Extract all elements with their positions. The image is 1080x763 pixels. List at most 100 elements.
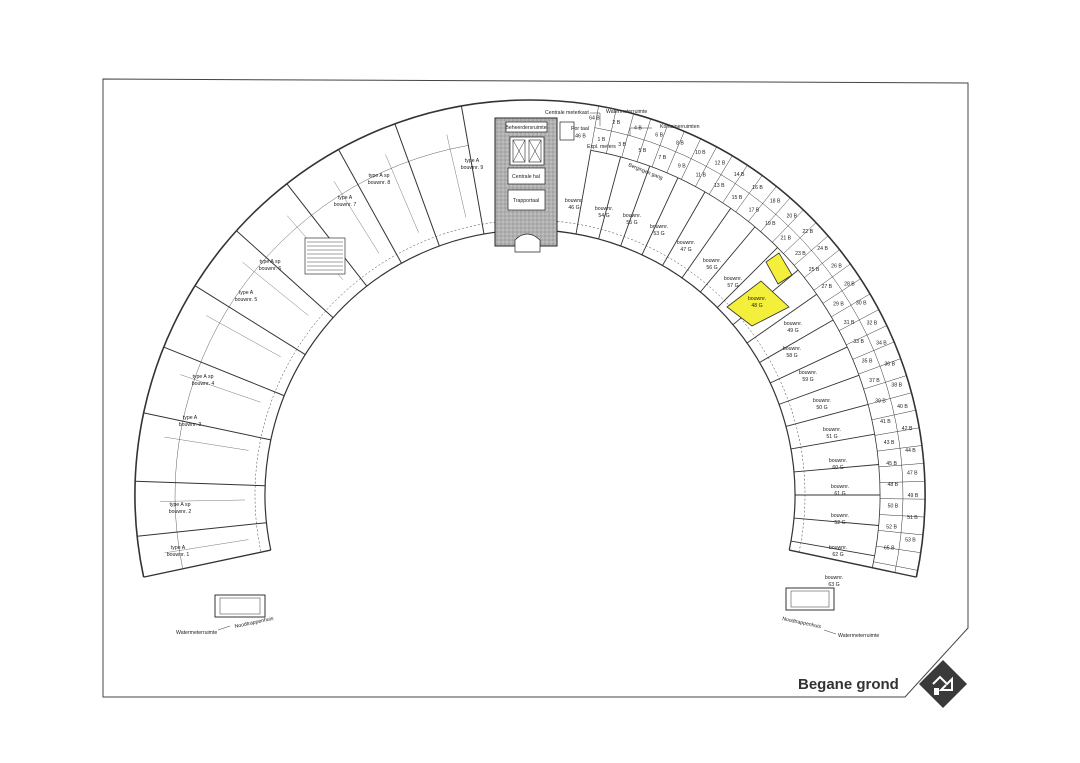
left-partition-6 [180, 374, 261, 403]
storage-label: 22 B [802, 229, 813, 235]
storage-label: 18 B [770, 199, 781, 205]
left-unit-labels: type A bouwnr. 9 type A sp bouwnr. 8 typ… [167, 158, 484, 558]
storage-label: 40 B [897, 404, 908, 410]
centrale-meterkast-label: Centrale meterkast [545, 110, 589, 116]
storage-label: 49 B [908, 493, 919, 499]
unit-50g-a: bouwnr. [813, 398, 831, 404]
unit-6-number: bouwnr. 6 [259, 266, 282, 272]
left-partition-7 [164, 436, 249, 451]
storage-label: 20 B [786, 214, 797, 220]
storage-label: 47 B [907, 470, 918, 476]
storage-divider [772, 209, 804, 243]
unit-57g-b: 57 G [727, 283, 738, 289]
storage-divider [804, 249, 840, 278]
unit-2-number: bouwnr. 2 [169, 509, 192, 515]
storage-label: 42 B [902, 426, 913, 432]
storage-divider [878, 463, 924, 468]
left-partition-9 [164, 539, 249, 554]
right-wall-4 [662, 191, 706, 266]
storage-label: 1 B [598, 137, 606, 143]
storage-label: 9 B [678, 163, 686, 169]
storage-divider [590, 105, 599, 151]
storage-divider [709, 155, 733, 195]
storage-divider [878, 530, 924, 536]
storage-label: 38 B [891, 383, 902, 389]
storage-divider [876, 545, 921, 553]
storage-label: 51 B [907, 515, 918, 521]
unit-49g-b: 49 G [787, 328, 798, 334]
storage-divider [735, 175, 763, 212]
storage-divider [651, 124, 668, 168]
right-wall-15 [793, 464, 879, 473]
storage-label: 21 B [780, 235, 791, 241]
unit-6-type: type A sp [259, 259, 280, 265]
storage-label: 48 B [887, 482, 898, 488]
left-emergency-stair [214, 594, 266, 618]
right-wall-12 [778, 374, 860, 405]
unit-59g-b: 59 G [802, 377, 813, 383]
storage-label: 25 B [809, 267, 820, 273]
unit-53g-a: bouwnr. [650, 224, 668, 230]
storage-label: 26 B [831, 263, 842, 269]
storage-divider [695, 146, 717, 187]
plan-title: Begane grond [798, 676, 899, 693]
right-wall-17 [793, 517, 879, 526]
right-wall-18 [790, 540, 875, 557]
end-wall-1 [143, 549, 271, 578]
storage-divider [606, 109, 617, 154]
storage-label: 3 B [618, 142, 626, 148]
unit-54g-a: bouwnr. [595, 206, 613, 212]
storage-divider [852, 341, 895, 360]
storage-label: 52 B [886, 525, 897, 531]
unit-55g-b: 55 G [626, 220, 637, 226]
highlighted-unit-48g[interactable] [726, 280, 790, 327]
end-wall-0 [789, 549, 917, 578]
watermeterruimte-right-label: Watermeterruimte [838, 633, 879, 639]
storage-divider [871, 409, 916, 421]
storage-divider [621, 113, 634, 158]
right-wall-9 [746, 293, 817, 344]
architect-logo [919, 660, 967, 708]
unit-48g-a: bouwnr. [748, 296, 766, 302]
right-wall-13 [785, 403, 869, 427]
left-wall-0 [460, 105, 485, 235]
unit-62g-a: bouwnr. [829, 545, 847, 551]
storage-label: 50 B [888, 503, 899, 509]
right-wall-14 [790, 433, 875, 450]
storage-divider [760, 197, 791, 232]
unit-59g-a: bouwnr. [799, 370, 817, 376]
storage-divider [666, 131, 685, 173]
right-wall-1 [598, 156, 622, 240]
unit-57g-a: bouwnr. [724, 276, 742, 282]
unit-52g-a: bouwnr. [831, 513, 849, 519]
centrale-hal-label: Centrale hal [512, 174, 540, 180]
wall-lines [135, 105, 904, 573]
storage-divider [748, 186, 777, 222]
unit-61g-a: bouwnr. [831, 484, 849, 490]
storage-label: 14 B [734, 172, 745, 178]
storage-label: 10 B [695, 150, 706, 156]
storage-label: 11 B [696, 173, 707, 179]
storage-label: 34 B [876, 341, 887, 347]
left-partition-2 [333, 181, 380, 254]
unit-46g-a: bouwnr. [565, 198, 583, 204]
storage-divider [636, 118, 651, 162]
highlighted-storage-48b[interactable] [765, 252, 793, 285]
unit-61g-b: 61 G [834, 491, 845, 497]
unit-2-type: type A sp [169, 502, 190, 508]
storage-divider [846, 325, 887, 346]
storage-divider [874, 427, 920, 436]
storage-label: 8 B [676, 141, 684, 147]
unit-63g-b: 63 G [828, 582, 839, 588]
storage-label: 6 B [655, 132, 663, 138]
storage-label: 2 B [612, 120, 620, 126]
storage-divider [868, 392, 912, 405]
storage-label: 7 B [658, 155, 666, 161]
unit-3-type: type A [183, 415, 198, 421]
storage-label: 41 B [880, 419, 891, 425]
storage-label: 44 B [905, 448, 916, 454]
storage-divider [877, 445, 922, 452]
unit-60g-b: 60 G [832, 465, 843, 471]
storage-labels: 46 B64 B1 B2 B3 B4 B5 B6 B7 B8 B9 B10 B1… [575, 115, 919, 551]
